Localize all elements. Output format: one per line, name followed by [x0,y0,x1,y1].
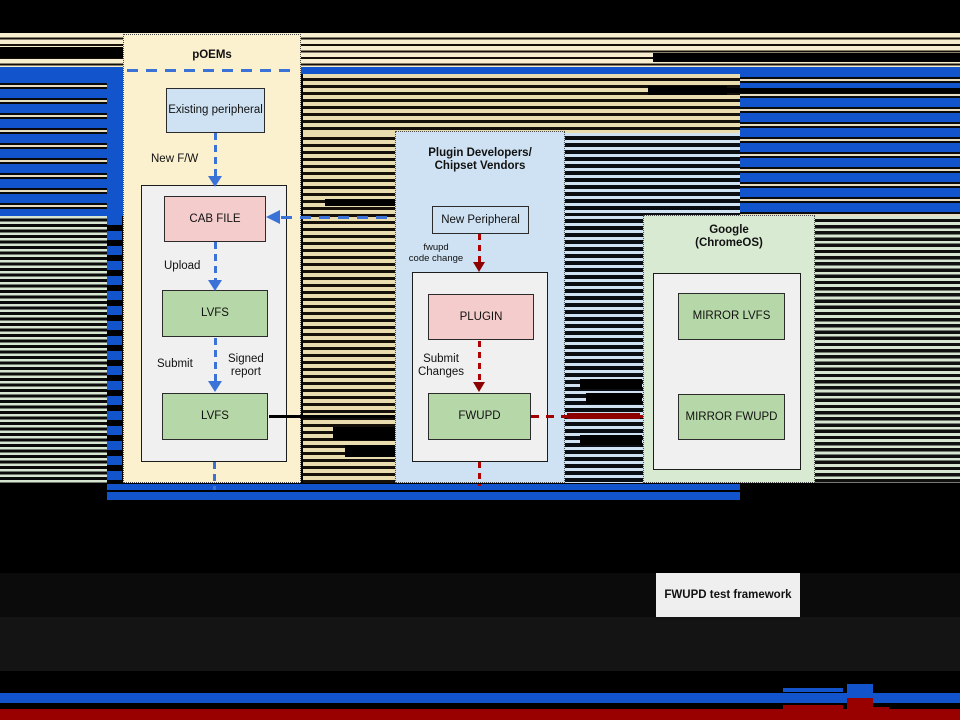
glitch-blue-line-top [0,67,960,74]
arrow-existing-to-cab-line [214,133,217,177]
arrow-fwupd-to-mirror-solid-segment [567,413,640,419]
arrow-lvfs-to-lvfs-head [208,381,222,392]
glitch-tan-column [303,133,395,483]
glitch-tan-mid-band [303,74,740,133]
lvfs-submit-box: LVFS [162,393,268,440]
mirror-fwupd-box: MIRROR FWUPD [678,394,785,440]
redaction-bar [333,427,395,440]
arrow-newperipheral-to-plugin-head [473,262,485,272]
glitch-green-left-column [0,216,107,483]
submit-label: Submit [157,358,193,370]
glitch-blue-bar-2 [107,492,740,500]
existing-peripheral-box: Existing peripheral [166,88,265,133]
google-panel-title: Google (ChromeOS) [695,224,763,249]
poems-dashed-divider [127,69,298,72]
poems-bottom-dash [213,462,216,490]
arrow-plugin-to-fwupd-head [473,382,485,392]
lvfs-upload-box: LVFS [162,290,268,337]
new-fw-label: New F/W [151,153,199,165]
redaction-bar [325,199,395,206]
mirror-lvfs-box: MIRROR LVFS [678,293,785,340]
poems-panel-title: pOEMs [192,49,232,61]
redaction-bar [653,53,960,62]
glitch-blue-dash-column [107,216,122,483]
plugin-bottom-dash [478,462,481,486]
arrow-newperipheral-to-plugin-line [478,234,481,263]
arrow-newperipheral-to-cab-line [281,216,432,219]
glitch-blue-bar-bottom [0,693,960,703]
glitch-blue-strip [107,74,123,216]
redaction-bar [727,88,960,93]
new-peripheral-box: New Peripheral [432,206,529,234]
cab-file-box: CAB FILE [164,196,266,242]
arrow-cab-to-lvfs-line [214,242,217,282]
plugin-panel-title: Plugin Developers/ Chipset Vendors [428,147,532,172]
arrow-newperipheral-to-cab-head [266,210,280,224]
redaction-bar [580,435,642,445]
dark-band-1 [0,573,960,617]
glitch-red-bar-bottom [0,709,960,720]
redaction-bar [580,379,642,389]
glitch-black-notch [0,47,123,58]
glitch-blue-left-column [0,74,107,216]
glitch-green-right-column [815,216,960,483]
upload-label: Upload [164,260,201,272]
plugin-box: PLUGIN [428,294,534,340]
glitch-blue-line-br [783,688,843,692]
redaction-bar [345,445,395,457]
redaction-bar [586,393,642,404]
arrow-lvfs-to-fwupd-line [269,415,413,418]
arrow-cab-to-lvfs-head [208,280,222,291]
glitch-blue-bar-1 [107,484,740,490]
arrow-lvfs-to-lvfs-line [214,338,217,382]
arrow-existing-to-cab-head [208,176,222,187]
signed-report-label: Signed report [228,353,264,378]
dark-band-2 [0,617,960,671]
redaction-bar [648,86,727,95]
fwupd-box: FWUPD [428,393,531,440]
arrow-plugin-to-fwupd-line [478,341,481,383]
glitch-red-line-br [783,705,843,709]
glitch-lightblue-band [565,133,740,216]
fwupd-test-framework-box: FWUPD test framework [656,573,800,617]
fwupd-code-change-label: fwupd code change [408,242,464,264]
submit-changes-label: Submit Changes [417,353,465,378]
